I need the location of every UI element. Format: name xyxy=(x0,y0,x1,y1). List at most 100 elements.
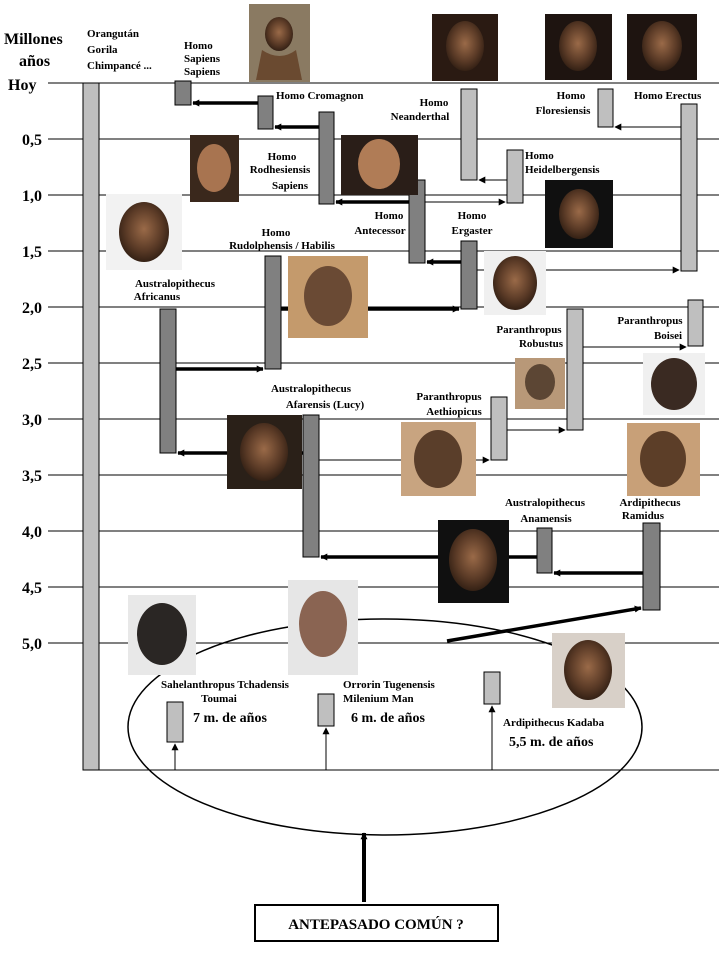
svg-text:Ergaster: Ergaster xyxy=(452,225,493,237)
label-homo-neanderthal: Homo Neanderthal xyxy=(391,97,450,123)
svg-text:Ardipithecus: Ardipithecus xyxy=(619,497,681,509)
age-sahelanthropus: 7 m. de años xyxy=(193,711,267,726)
svg-text:Anamensis: Anamensis xyxy=(520,513,572,525)
svg-text:Homo: Homo xyxy=(525,150,554,162)
portrait-image xyxy=(515,358,565,409)
bar-homo-ergaster xyxy=(460,240,478,310)
ape-name: Orangután xyxy=(87,28,139,40)
label-homo-ergaster: Homo Ergaster xyxy=(452,210,493,237)
common-ancestor-box: ANTEPASADO COMÚN ? xyxy=(254,904,499,942)
svg-text:Africanus: Africanus xyxy=(134,291,181,303)
portraits xyxy=(106,4,705,708)
portrait-image xyxy=(227,415,302,489)
portrait-image xyxy=(288,256,368,338)
svg-text:Rodhesiensis: Rodhesiensis xyxy=(250,164,311,176)
apes-lineage-bar xyxy=(82,82,100,771)
svg-text:Robustus: Robustus xyxy=(519,338,564,350)
svg-text:Sapiens: Sapiens xyxy=(272,180,309,192)
svg-text:Orrorin Tugenensis: Orrorin Tugenensis xyxy=(343,679,436,691)
bar-paranthropus-aethiopicus xyxy=(490,396,508,461)
bar-ardipithecus-ramidus xyxy=(642,522,661,611)
age-orrorin: 6 m. de años xyxy=(351,711,425,726)
svg-text:Paranthropus: Paranthropus xyxy=(496,324,562,336)
label-ardipithecus-kadaba: Ardipithecus Kadaba xyxy=(503,717,605,729)
portrait-image xyxy=(627,14,697,80)
ape-name: Gorila xyxy=(87,44,118,56)
svg-text:Australopithecus: Australopithecus xyxy=(505,497,586,509)
bar-ardipithecus-kadaba xyxy=(483,671,501,705)
portrait-image xyxy=(432,14,498,81)
bar-orrorin xyxy=(317,693,335,727)
bar-homo-neanderthal xyxy=(460,88,478,181)
svg-text:Rudolphensis / Habilis: Rudolphensis / Habilis xyxy=(229,240,335,252)
svg-text:Neanderthal: Neanderthal xyxy=(391,111,450,123)
svg-text:Sahelanthropus Tchadensis: Sahelanthropus Tchadensis xyxy=(161,679,290,691)
svg-text:Homo Cromagnon: Homo Cromagnon xyxy=(276,90,364,102)
portrait-image xyxy=(545,180,613,248)
label-australopithecus-afarensis: Australopithecus Afarensis (Lucy) xyxy=(271,383,365,411)
lineage-arrows xyxy=(171,99,687,902)
portrait-image xyxy=(552,633,625,708)
bar-homo-cromagnon xyxy=(257,95,274,130)
svg-text:Sapiens: Sapiens xyxy=(184,66,221,78)
portrait-image xyxy=(288,580,358,675)
svg-text:Boisei: Boisei xyxy=(654,330,682,342)
tick-label: 5,0 xyxy=(22,636,42,653)
svg-text:Ardipithecus Kadaba: Ardipithecus Kadaba xyxy=(503,717,605,729)
age-kadaba: 5,5 m. de años xyxy=(509,735,594,750)
svg-text:Ramidus: Ramidus xyxy=(622,510,665,522)
label-ardipithecus-ramidus: Ardipithecus Ramidus xyxy=(619,497,681,522)
svg-text:Homo: Homo xyxy=(262,227,291,239)
bar-homo-rudolphensis xyxy=(264,255,282,370)
label-paranthropus-aethiopicus: Paranthropus Aethiopicus xyxy=(416,391,482,418)
portrait-image xyxy=(401,422,476,496)
portrait-image xyxy=(190,135,239,202)
label-homo-cromagnon: Homo Cromagnon xyxy=(276,90,364,102)
tick-label: 2,0 xyxy=(22,300,42,317)
portrait-image xyxy=(249,4,310,82)
svg-text:Sapiens: Sapiens xyxy=(184,53,221,65)
label-orrorin: Orrorin Tugenensis Milenium Man xyxy=(343,679,436,705)
label-homo-rudolphensis: Homo Rudolphensis / Habilis xyxy=(229,227,335,252)
tick-label: 2,5 xyxy=(22,356,42,373)
time-axis: Millones años Hoy 0,5 1,0 1,5 2,0 2,5 3,… xyxy=(4,31,63,653)
svg-text:Heidelbergensis: Heidelbergensis xyxy=(525,164,600,176)
label-paranthropus-robustus: Paranthropus Robustus xyxy=(496,324,563,350)
label-homo-antecessor: Homo Antecessor xyxy=(354,210,405,237)
label-homo-floresiensis: Homo Floresiensis xyxy=(536,90,592,117)
label-homo-erectus: Homo Erectus xyxy=(634,90,702,102)
bar-australopithecus-africanus xyxy=(159,308,177,454)
tick-label: 1,5 xyxy=(22,244,42,261)
portrait-image xyxy=(643,353,705,415)
portrait-image xyxy=(627,423,700,496)
tick-label: 0,5 xyxy=(22,132,42,149)
bar-paranthropus-boisei xyxy=(687,299,704,347)
label-paranthropus-boisei: Paranthropus Boisei xyxy=(617,315,683,342)
portrait-image xyxy=(545,14,612,80)
svg-text:Homo: Homo xyxy=(458,210,487,222)
species-labels: Homo Sapiens Sapiens Homo Cromagnon Homo… xyxy=(134,40,702,750)
svg-text:Floresiensis: Floresiensis xyxy=(536,105,592,117)
species-bars xyxy=(159,80,704,743)
bar-homo-heidelbergensis xyxy=(506,149,524,204)
common-origin-ellipse xyxy=(127,618,643,836)
svg-text:Paranthropus: Paranthropus xyxy=(416,391,482,403)
label-homo-rodhesiensis: Homo Rodhesiensis Sapiens xyxy=(250,151,311,192)
axis-title-line1: Millones xyxy=(4,31,63,48)
common-ancestor-label: ANTEPASADO COMÚN ? xyxy=(288,916,464,933)
label-sahelanthropus: Sahelanthropus Tchadensis Toumai xyxy=(161,679,290,705)
label-homo-sapiens-sapiens: Homo Sapiens Sapiens xyxy=(184,40,221,78)
tick-label: 1,0 xyxy=(22,188,42,205)
label-australopithecus-africanus: Australopithecus Africanus xyxy=(134,278,216,303)
portrait-image xyxy=(438,520,509,603)
svg-text:Paranthropus: Paranthropus xyxy=(617,315,683,327)
bar-homo-floresiensis xyxy=(597,88,614,128)
bar-paranthropus-robustus xyxy=(566,308,584,431)
ape-name: Chimpancé ... xyxy=(87,60,152,72)
label-homo-heidelbergensis: Homo Heidelbergensis xyxy=(525,150,600,176)
svg-text:Afarensis (Lucy): Afarensis (Lucy) xyxy=(286,399,365,411)
svg-text:Australopithecus: Australopithecus xyxy=(271,383,352,395)
svg-text:Homo Erectus: Homo Erectus xyxy=(634,90,702,102)
tick-label: 4,5 xyxy=(22,580,42,597)
